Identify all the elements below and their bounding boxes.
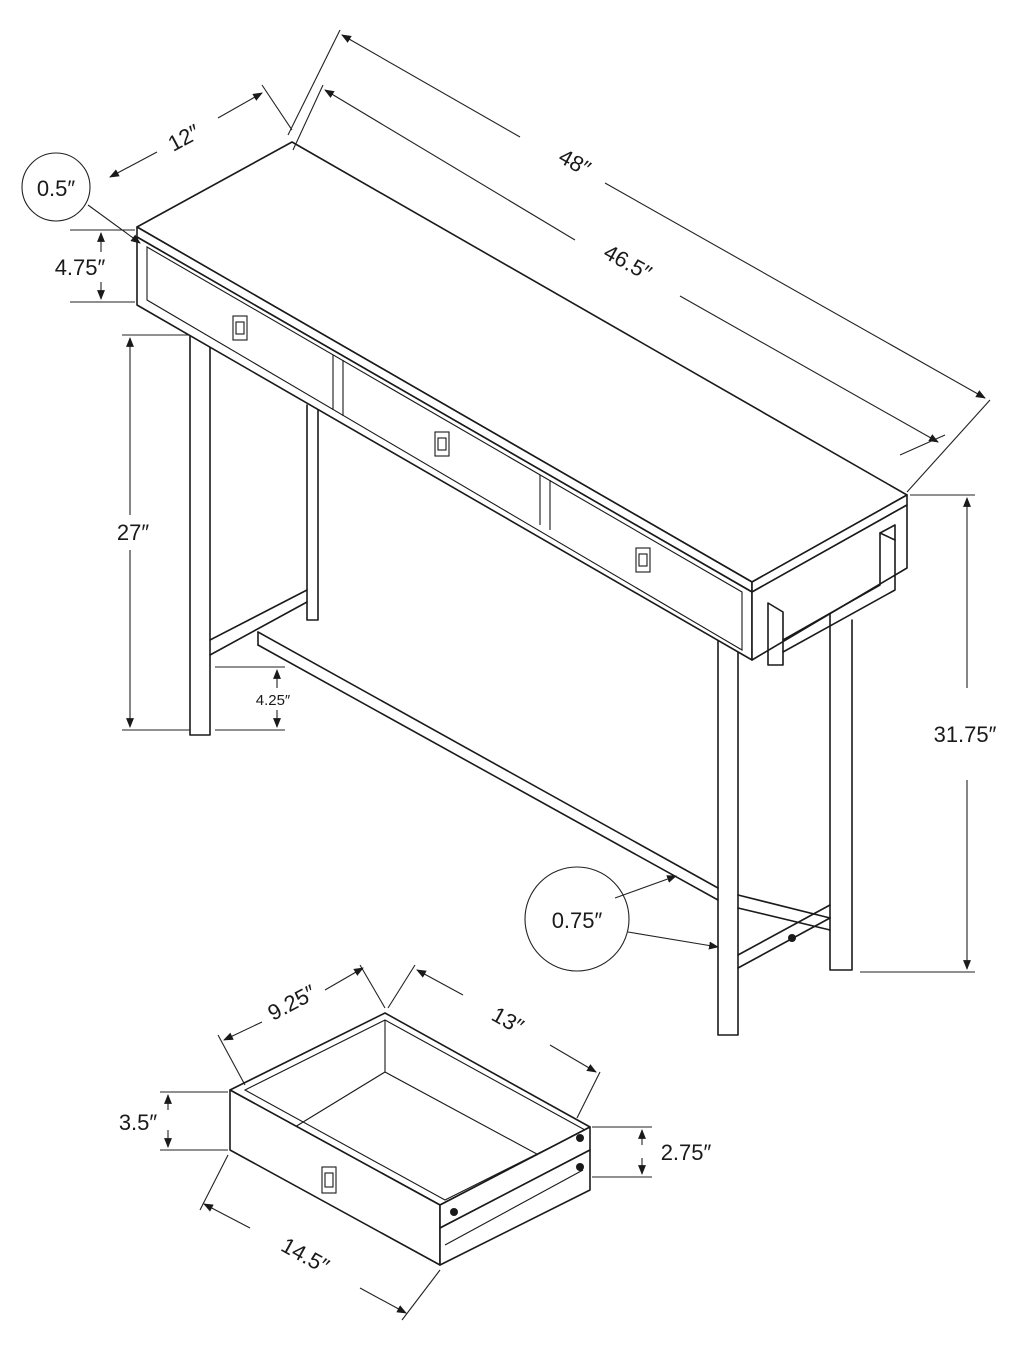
dim-apron-height: 4.75″ (55, 255, 106, 280)
callout-circle (524, 866, 630, 972)
apron (136, 236, 908, 661)
dim-top-depth: 12″ (164, 119, 204, 156)
bolt-icon (450, 1208, 458, 1216)
callout-circle (21, 152, 91, 222)
bolt-icon (788, 934, 796, 942)
dim-drawer-front-width: 14.5″ (277, 1232, 334, 1279)
console-table (136, 141, 908, 1036)
bottom-stretcher (257, 631, 831, 931)
dim-drawer-depth: 9.25″ (264, 980, 321, 1026)
handle-icon (434, 431, 450, 457)
dim-inner-width: 46.5″ (600, 239, 657, 286)
left-side-frame (189, 334, 308, 736)
right-side-frame (717, 639, 831, 1036)
bolt-icon (576, 1134, 584, 1142)
handle-icon (635, 547, 651, 573)
dim-overall-width: 48″ (555, 144, 596, 182)
bolt-icon (576, 1163, 584, 1171)
handle-icon (232, 315, 248, 341)
drawer (229, 1012, 591, 1266)
back-legs (306, 404, 853, 971)
dim-drawer-side-height: 2.75″ (661, 1140, 712, 1165)
dim-overall-height: 31.75″ (934, 722, 997, 747)
dim-drawer-front-height: 3.5″ (119, 1110, 158, 1135)
right-bracket (767, 524, 896, 666)
dim-top-thickness: 0.5″ (37, 176, 76, 201)
dim-leg-height: 27″ (117, 520, 149, 545)
table-top (136, 141, 908, 593)
dim-drawer-width: 13″ (488, 1002, 529, 1040)
handles (232, 315, 651, 573)
dim-stretcher-height: 4.25″ (256, 692, 291, 709)
dim-leg-width: 0.75″ (552, 908, 603, 933)
handle-icon (321, 1166, 337, 1194)
